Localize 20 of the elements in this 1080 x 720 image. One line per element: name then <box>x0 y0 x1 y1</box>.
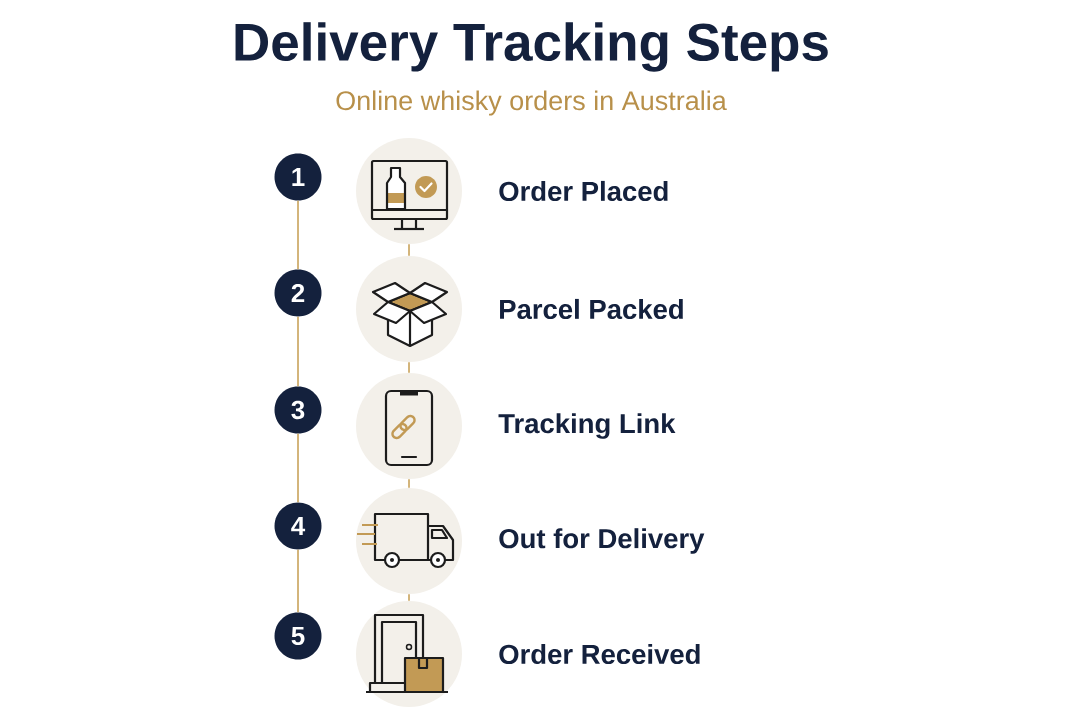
connector-line <box>408 361 410 374</box>
step-label: Out for Delivery <box>499 528 705 554</box>
connector-line <box>408 243 410 257</box>
step-number: 3 <box>274 386 322 434</box>
connector-line <box>408 478 410 489</box>
connector-line <box>297 432 299 504</box>
step-number: 4 <box>274 502 322 550</box>
step-number: 5 <box>274 612 322 660</box>
connector-line <box>297 199 299 271</box>
step-label: Order Received <box>499 643 700 665</box>
step-label: Parcel Packed <box>500 298 683 320</box>
step-number: 1 <box>274 153 322 201</box>
step-number: 2 <box>274 269 322 317</box>
connector-line <box>408 593 410 602</box>
subtitle: Online whisky orders in Australia <box>336 90 727 116</box>
step-label: Tracking Link <box>498 413 676 439</box>
title: Delivery Tracking Steps <box>235 22 828 72</box>
connector-line <box>297 548 299 614</box>
connector-line <box>297 315 299 388</box>
step-label: Order Placed <box>499 180 668 202</box>
